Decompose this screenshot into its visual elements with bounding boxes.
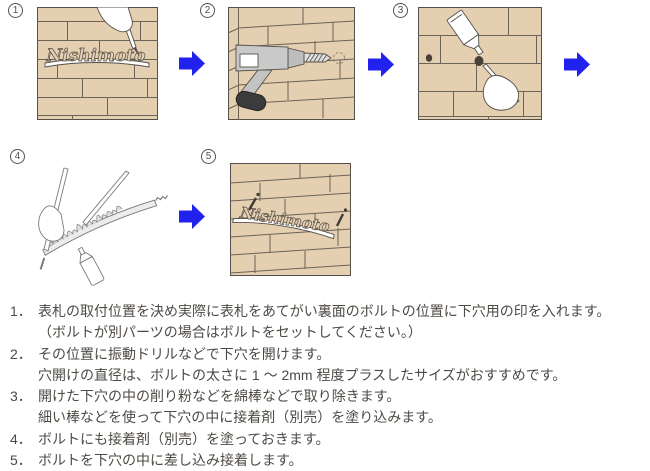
step-4-badge: 4 [10, 149, 25, 164]
brick-pattern [230, 163, 351, 274]
instruction-text: その位置に振動ドリルなどで下穴を開けます。 [38, 345, 331, 362]
step-2-badge: 2 [200, 3, 215, 18]
nameplate-back-icon [39, 195, 168, 270]
nameplate-script-text: Nishimoto [46, 46, 146, 66]
hand-with-stick-icon [482, 63, 520, 111]
arrow-right-icon [179, 204, 205, 229]
instruction-item-2-cont: 穴開けの直径は、ボルトの太さに 1 ～ 2mm 程度プラスしたサイズがおすすめで… [10, 365, 648, 386]
instruction-item-2: 2． その位置に振動ドリルなどで下穴を開けます。 [10, 344, 648, 365]
instruction-number: 4． [10, 430, 32, 447]
glue-tube-icon [446, 9, 484, 56]
instruction-item-4: 4． ボルトにも接着剤（別売）を塗っておきます。 [10, 429, 648, 450]
instruction-item-3: 3． 開けた下穴の中の削り粉などを綿棒などで取り除きます。 [10, 386, 648, 407]
instruction-text: ボルトにも接着剤（別売）を塗っておきます。 [38, 430, 330, 447]
panel-2-drill-illustration [228, 7, 355, 120]
step-5-badge: 5 [201, 149, 216, 164]
instruction-text: 細い棒などを使って下穴の中に接着剤（別売）を塗り込みます。 [38, 409, 442, 426]
step-3-badge: 3 [393, 3, 408, 18]
instruction-item-1: 1． 表札の取付位置を決め実際に表札をあてがい裏面のボルトの位置に下穴用の印を入… [10, 301, 648, 322]
pilot-hole-dot [256, 192, 260, 197]
arrow-right-icon [179, 51, 205, 76]
instruction-text: 表札の取付位置を決め実際に表札をあてがい裏面のボルトの位置に下穴用の印を入れます… [38, 303, 611, 319]
instruction-number: 2． [10, 345, 32, 362]
panel-4-adhesive-bolts-illustration [38, 167, 168, 286]
glue-tube-icon [77, 246, 105, 286]
bolts-into-holes [247, 197, 345, 227]
bolt [39, 257, 46, 270]
instruction-number: 1． [10, 303, 32, 319]
nameplate-banner [44, 58, 150, 68]
instruction-item-1-cont: （ボルトが別パーツの場合はボルトをセットしてください。） [10, 322, 648, 343]
bolt [155, 195, 168, 202]
arrow-right-icon [368, 52, 394, 77]
pilot-hole [425, 54, 433, 62]
pilot-hole [474, 56, 484, 66]
step-1-badge: 1 [8, 3, 23, 18]
hand-with-brush-icon [38, 167, 130, 252]
instruction-text: 穴開けの直径は、ボルトの太さに 1 ～ 2mm 程度プラスしたサイズがおすすめで… [38, 366, 567, 383]
instruction-item-5: 5． ボルトを下穴の中に差し込み接着します。 [10, 450, 648, 471]
pilot-hole-dot [343, 208, 348, 212]
drill-target-mark [333, 52, 345, 64]
hand-with-pencil-icon [96, 7, 140, 57]
panel-5-insert-nameplate-illustration: Nishimoto [230, 163, 351, 276]
panel-1-mark-position-illustration: Nishimoto [37, 7, 158, 120]
instruction-text: 開けた下穴の中の削り粉などを綿棒などで取り除きます。 [38, 388, 401, 405]
panel-3-adhesive-wall-illustration [418, 7, 542, 120]
instruction-text: ボルトを下穴の中に差し込み接着します。 [38, 452, 303, 469]
arrow-right-icon [564, 52, 590, 77]
instruction-number: 5． [10, 452, 32, 469]
instruction-list: 1． 表札の取付位置を決め実際に表札をあてがい裏面のボルトの位置に下穴用の印を入… [10, 301, 648, 471]
hammer-drill-icon [235, 44, 332, 112]
instruction-number: 3． [10, 388, 32, 405]
instruction-text: （ボルトが別パーツの場合はボルトをセットしてください。） [38, 324, 422, 341]
instruction-item-3-cont: 細い棒などを使って下穴の中に接着剤（別売）を塗り込みます。 [10, 407, 648, 428]
